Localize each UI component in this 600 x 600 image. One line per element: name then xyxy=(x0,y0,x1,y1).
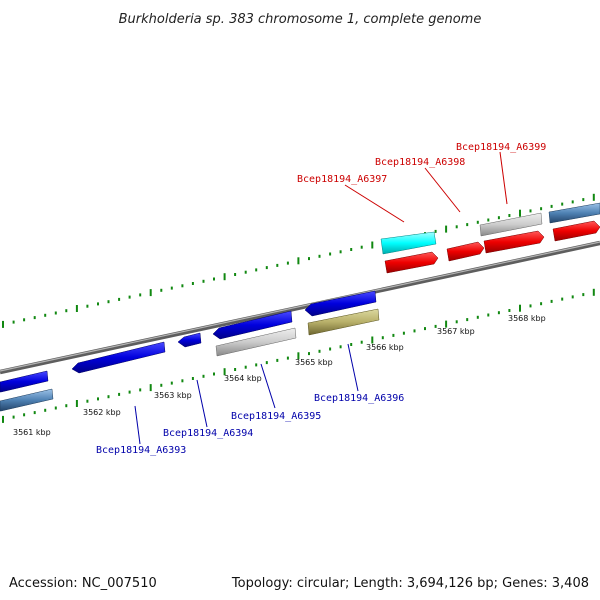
gene-feature[interactable] xyxy=(215,327,297,357)
gene-label[interactable]: Bcep18194_A6396 xyxy=(314,393,404,404)
kbp-label: 3562 kbp xyxy=(83,408,121,417)
gene-feature[interactable] xyxy=(304,290,377,317)
genome-summary-text: Topology: circular; Length: 3,694,126 bp… xyxy=(231,576,589,591)
kbp-label: 3568 kbp xyxy=(508,314,546,323)
gene-label[interactable]: Bcep18194_A6394 xyxy=(163,428,253,439)
kbp-label: 3564 kbp xyxy=(224,374,262,383)
gene-feature[interactable] xyxy=(479,212,543,237)
reverse-strand-features xyxy=(0,290,380,412)
gene-feature[interactable] xyxy=(177,332,202,348)
map-title: Burkholderia sp. 383 chromosome 1, compl… xyxy=(119,12,482,27)
gene-label[interactable]: Bcep18194_A6398 xyxy=(375,157,465,168)
kbp-labels: 3561 kbp 3562 kbp 3563 kbp 3564 kbp 3565… xyxy=(13,314,546,437)
kbp-label: 3561 kbp xyxy=(13,428,51,437)
gene-feature[interactable] xyxy=(0,388,54,412)
gene-feature[interactable] xyxy=(384,251,439,274)
gene-label[interactable]: Bcep18194_A6393 xyxy=(96,445,186,456)
gene-feature[interactable] xyxy=(548,202,600,224)
gene-feature[interactable] xyxy=(380,231,437,255)
gene-feature[interactable] xyxy=(446,241,485,262)
gene-feature[interactable] xyxy=(71,341,166,374)
gene-label[interactable]: Bcep18194_A6395 xyxy=(231,411,321,422)
gene-feature[interactable] xyxy=(483,230,545,254)
gene-feature[interactable] xyxy=(212,310,293,340)
gene-feature[interactable] xyxy=(307,308,380,336)
accession-text: Accession: NC_007510 xyxy=(9,576,157,591)
genome-backbone xyxy=(0,240,600,375)
gene-label[interactable]: Bcep18194_A6399 xyxy=(456,142,546,153)
gene-feature[interactable] xyxy=(0,370,49,393)
kbp-label: 3567 kbp xyxy=(437,327,475,336)
forward-strand-features xyxy=(380,202,600,274)
gene-label[interactable]: Bcep18194_A6397 xyxy=(297,174,387,185)
kbp-label: 3565 kbp xyxy=(295,358,333,367)
kbp-label: 3563 kbp xyxy=(154,391,192,400)
label-leaders xyxy=(134,151,508,445)
gene-feature[interactable] xyxy=(552,220,600,242)
kbp-label: 3566 kbp xyxy=(366,343,404,352)
gene-labels: Bcep18194_A6397 Bcep18194_A6398 Bcep1819… xyxy=(96,142,546,456)
